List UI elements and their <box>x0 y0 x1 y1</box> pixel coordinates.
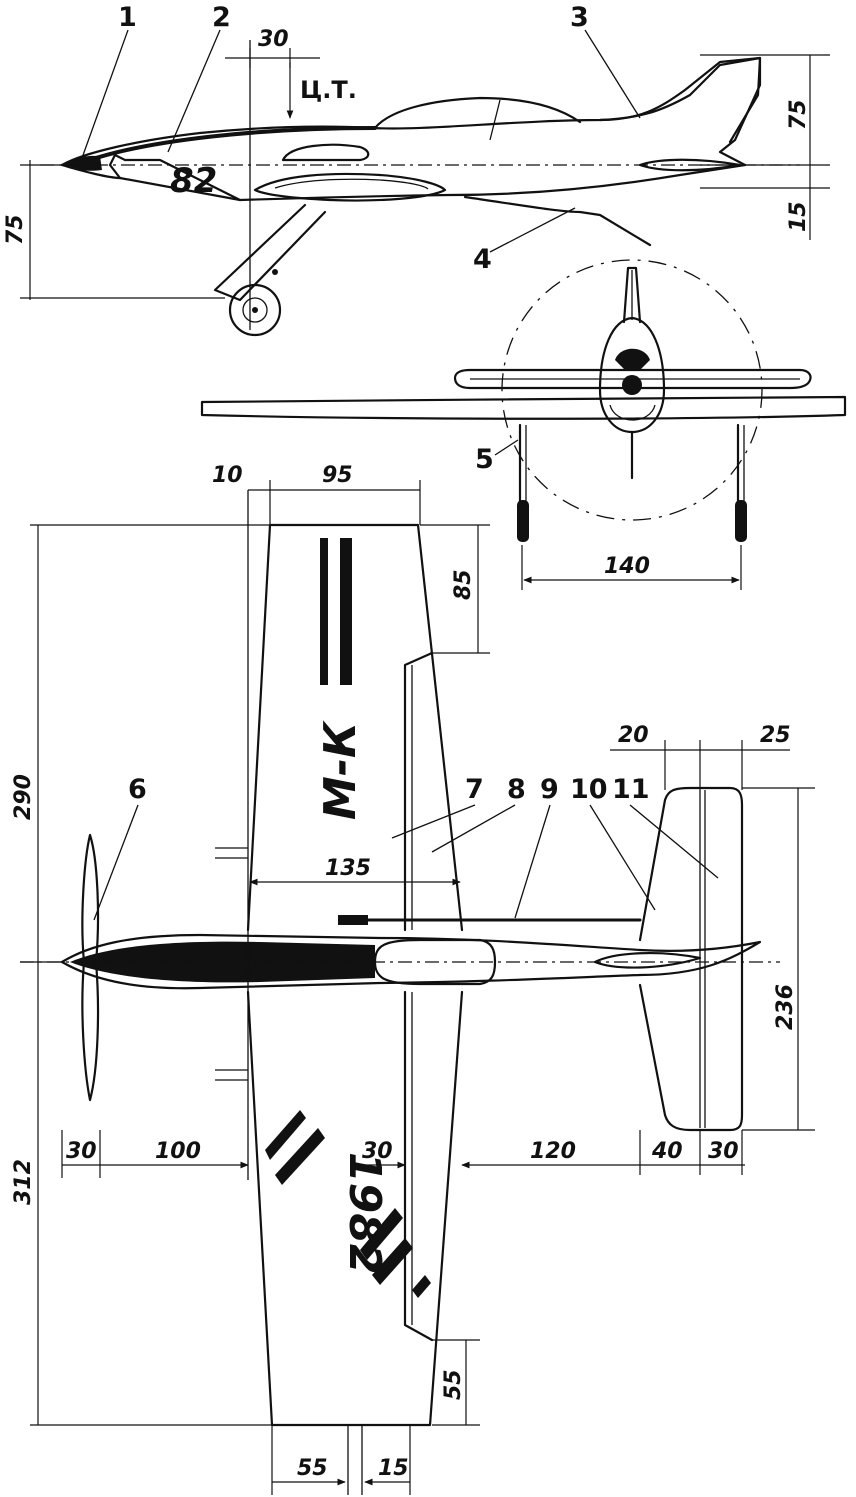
wing-stripe-lower-a <box>265 1110 306 1160</box>
top-view: М-К 1982 <box>20 490 780 1495</box>
side-view-callouts: 1 2 3 4 <box>81 2 641 275</box>
side-canopy <box>373 96 582 130</box>
dim-wing-tip-chord: 95 <box>322 463 353 488</box>
dim-wing-to-stab: 120 <box>530 1139 576 1164</box>
side-wing-section <box>253 172 447 202</box>
top-pushrod-horn <box>338 915 368 925</box>
dim-wing-le-offset: 10 <box>212 463 243 488</box>
side-air-intake <box>281 143 370 162</box>
callout-7: 7 <box>465 774 484 805</box>
dim-stab-span: 236 <box>773 984 798 1030</box>
dim-side-tail-offset: 15 <box>786 201 811 232</box>
front-wheel-right <box>735 500 747 542</box>
front-stab <box>453 368 812 390</box>
dim-root-chord-b: 15 <box>378 1456 409 1481</box>
side-wing-inner <box>274 178 429 190</box>
wing-marking-top: М-К <box>315 720 366 820</box>
side-gear-rivet <box>272 269 278 275</box>
front-wheel-left <box>517 500 529 542</box>
callout-8: 8 <box>507 774 526 805</box>
front-cowl-inner <box>609 404 656 421</box>
callout-3: 3 <box>570 2 589 33</box>
dim-root-chord-a: 55 <box>297 1456 328 1481</box>
callout-1: 1 <box>118 2 137 33</box>
side-gear-leg <box>213 203 327 302</box>
dim-stab-chord: 40 <box>651 1139 683 1164</box>
front-view-dimensions: 140 5 <box>475 439 742 590</box>
dim-half-span-bottom: 312 <box>11 1159 36 1205</box>
dim-front-track: 140 <box>604 554 650 579</box>
top-aileron-upper <box>403 651 434 932</box>
front-wing <box>200 395 847 420</box>
front-fuselage <box>598 316 666 434</box>
dim-elevator-tip-chord: 25 <box>760 723 791 748</box>
side-view: 82 <box>40 40 800 337</box>
top-view-callouts: 6 7 8 9 10 11 <box>93 774 719 921</box>
side-tail-fin <box>598 56 762 144</box>
dim-side-cg-offset: 30 <box>258 27 289 52</box>
side-spine-bold <box>88 126 377 162</box>
wing-stripe-lower-e <box>412 1275 431 1298</box>
callout-10: 10 <box>570 774 608 805</box>
top-wing-lower <box>246 990 464 1427</box>
callout-6: 6 <box>128 774 147 805</box>
callout-5: 5 <box>475 444 494 475</box>
side-fuselage-top <box>60 56 762 167</box>
dim-spinner-length: 30 <box>66 1139 97 1164</box>
dim-side-tail-height: 75 <box>786 99 811 130</box>
wing-marking-bottom: 1982 <box>339 1152 390 1274</box>
side-wheel <box>228 283 282 337</box>
front-fin <box>622 266 642 324</box>
dim-nose-to-wing: 100 <box>155 1139 201 1164</box>
top-canopy <box>373 938 497 986</box>
callout-11: 11 <box>612 774 650 805</box>
wing-stripe-lower-b <box>275 1128 325 1185</box>
top-fuselage <box>60 933 762 990</box>
top-view-dimensions: 10 95 85 290 312 135 20 25 236 30 100 <box>11 463 815 1495</box>
wing-stripe-lower-c <box>360 1208 403 1260</box>
dim-aileron-span: 135 <box>325 856 371 881</box>
callout-4: 4 <box>473 244 492 275</box>
front-view <box>200 259 847 542</box>
side-tailwheel-fairing <box>463 195 652 247</box>
top-fin-section <box>593 952 702 969</box>
dim-aileron-root-gap: 55 <box>441 1369 466 1400</box>
dim-half-span-top: 290 <box>11 774 36 820</box>
side-spinner <box>62 155 102 171</box>
front-spinner <box>622 375 642 395</box>
side-canopy-frame <box>489 99 501 141</box>
dim-stab-le-offset: 20 <box>618 723 649 748</box>
side-wheel-hub <box>242 297 268 323</box>
wing-stripe-lower-d <box>372 1238 413 1285</box>
dim-elevator-chord: 30 <box>708 1139 739 1164</box>
cg-label: Ц.Т. <box>300 76 357 104</box>
wing-stripe-upper-b <box>340 538 352 685</box>
top-aileron-lower <box>403 990 434 1342</box>
dim-aileron-tip-gap: 85 <box>451 569 476 600</box>
top-stab <box>638 786 744 1132</box>
side-wheel-axle <box>252 307 258 313</box>
dim-wing-te-gap: 30 <box>362 1139 393 1164</box>
side-cowl-outline <box>108 153 242 202</box>
side-fuselage-bottom <box>60 163 747 202</box>
top-wing-upper <box>246 523 464 932</box>
callout-9: 9 <box>540 774 559 805</box>
wing-stripe-upper-a <box>320 538 328 685</box>
callout-2: 2 <box>212 2 231 33</box>
side-view-dimensions: 30 Ц.Т. 75 15 75 <box>3 27 830 300</box>
dim-side-gear-height: 75 <box>3 214 28 245</box>
front-prop-disc <box>501 259 763 521</box>
front-spinner-shade <box>615 348 650 370</box>
race-number: 82 <box>170 161 217 201</box>
